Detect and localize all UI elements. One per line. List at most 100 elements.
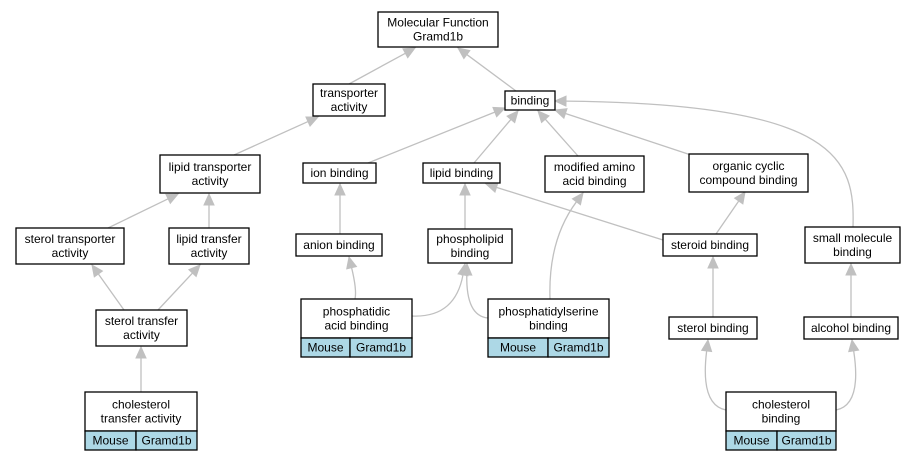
edge-line <box>157 272 193 311</box>
node-label: sterol transfer <box>105 314 178 328</box>
edge-line <box>565 112 695 157</box>
node-ion-binding[interactable]: ion binding <box>302 162 377 184</box>
node-label: anion binding <box>303 238 374 252</box>
arrowhead-icon <box>553 95 567 107</box>
node-label: compound binding <box>699 173 797 187</box>
arrowhead-icon <box>553 108 568 120</box>
edge-line <box>348 52 406 85</box>
node-label: binding <box>762 412 801 426</box>
node-label: phosphatidylserine <box>498 305 598 319</box>
node-label: acid binding <box>562 174 626 188</box>
edge-phosphatidylserine_binding-to-phospholipid_binding <box>461 262 489 319</box>
edge-lipid_transporter_activity-to-transporter_activity <box>233 116 320 156</box>
arrowhead-icon <box>187 264 201 278</box>
node-box <box>377 11 499 48</box>
edge-line <box>835 350 857 411</box>
edge-modified_amino_acid_binding-to-binding <box>537 110 579 157</box>
node-steroid-binding[interactable]: steroid binding <box>662 233 758 257</box>
edge-sterol_transfer_activity-to-lipid_transfer_activity <box>157 264 201 311</box>
arrowhead-icon <box>461 262 473 276</box>
node-box <box>15 227 125 265</box>
edge-line <box>97 273 125 311</box>
edge-lipid_transfer_activity-to-lipid_transporter_activity <box>203 192 215 228</box>
node-label: ion binding <box>310 166 368 180</box>
edge-line <box>544 118 579 157</box>
node-label: transfer activity <box>101 412 182 426</box>
edge-ion_binding-to-binding <box>367 106 507 164</box>
node-label: Molecular Function <box>387 16 488 30</box>
arrowhead-icon <box>506 110 519 124</box>
node-label: activity <box>331 100 368 114</box>
node-label: lipid binding <box>430 166 493 180</box>
node-label: organic cyclic <box>712 159 784 173</box>
edge-line <box>233 120 309 156</box>
edge-anion_binding-to-ion_binding <box>334 182 346 234</box>
arrowhead-icon <box>492 106 507 118</box>
arrowhead-icon <box>484 181 499 193</box>
edge-line <box>411 274 464 317</box>
node-box <box>300 298 413 339</box>
node-box <box>84 391 198 432</box>
edge-line <box>466 54 517 92</box>
node-label: sterol binding <box>677 321 748 335</box>
node-box <box>295 233 383 257</box>
edge-phosphatidic_acid_binding-to-anion_binding <box>346 255 358 300</box>
node-box <box>803 316 899 340</box>
node-binding[interactable]: binding <box>504 90 556 111</box>
species-tag: Mouse <box>733 434 769 448</box>
node-sterol-binding[interactable]: sterol binding <box>668 316 758 340</box>
arrowhead-icon <box>571 192 584 206</box>
node-alcohol-binding[interactable]: alcohol binding <box>803 316 899 340</box>
edge-phosphatidylserine_binding-to-modified_amino_acid_binding <box>549 192 584 300</box>
arrowhead-icon <box>334 182 346 196</box>
gene-tag: Gramd1b <box>141 434 191 448</box>
node-box <box>725 391 837 432</box>
node-label: activity <box>52 246 89 260</box>
node-box <box>312 83 386 117</box>
node-label: cholesterol <box>752 398 810 412</box>
gene-tag: Gramd1b <box>781 434 831 448</box>
node-label: cholesterol <box>112 398 170 412</box>
edge-cholesterol_binding-to-alcohol_binding <box>835 338 860 411</box>
edge-sterol_binding-to-steroid_binding <box>707 255 719 317</box>
species-tag: Mouse <box>92 434 128 448</box>
edge-sterol_transporter_activity-to-lipid_transporter_activity <box>107 193 180 229</box>
edge-line <box>549 201 577 300</box>
edge-line <box>715 200 740 235</box>
edge-transporter_activity-to-root <box>348 47 417 85</box>
tag-cell <box>776 430 837 451</box>
edge-line <box>704 350 727 411</box>
node-label: small molecule <box>813 231 893 245</box>
edge-line <box>367 111 496 164</box>
edge-line <box>473 118 512 164</box>
tag-cell <box>547 337 610 358</box>
node-box <box>504 90 556 111</box>
node-anion-binding[interactable]: anion binding <box>295 233 383 257</box>
node-label: binding <box>833 245 872 259</box>
edge-organic_cyclic_compound_binding-to-binding <box>553 108 695 157</box>
tag-cell <box>135 430 198 451</box>
edge-cholesterol_transfer_activity-to-sterol_transfer_activity <box>135 345 147 392</box>
node-box <box>544 155 645 193</box>
node-box <box>159 154 261 194</box>
node-lipid-binding[interactable]: lipid binding <box>422 162 501 184</box>
node-box <box>427 228 513 264</box>
node-label: activity <box>123 328 160 342</box>
edge-phospholipid_binding-to-lipid_binding <box>459 182 471 229</box>
node-box <box>95 309 188 347</box>
